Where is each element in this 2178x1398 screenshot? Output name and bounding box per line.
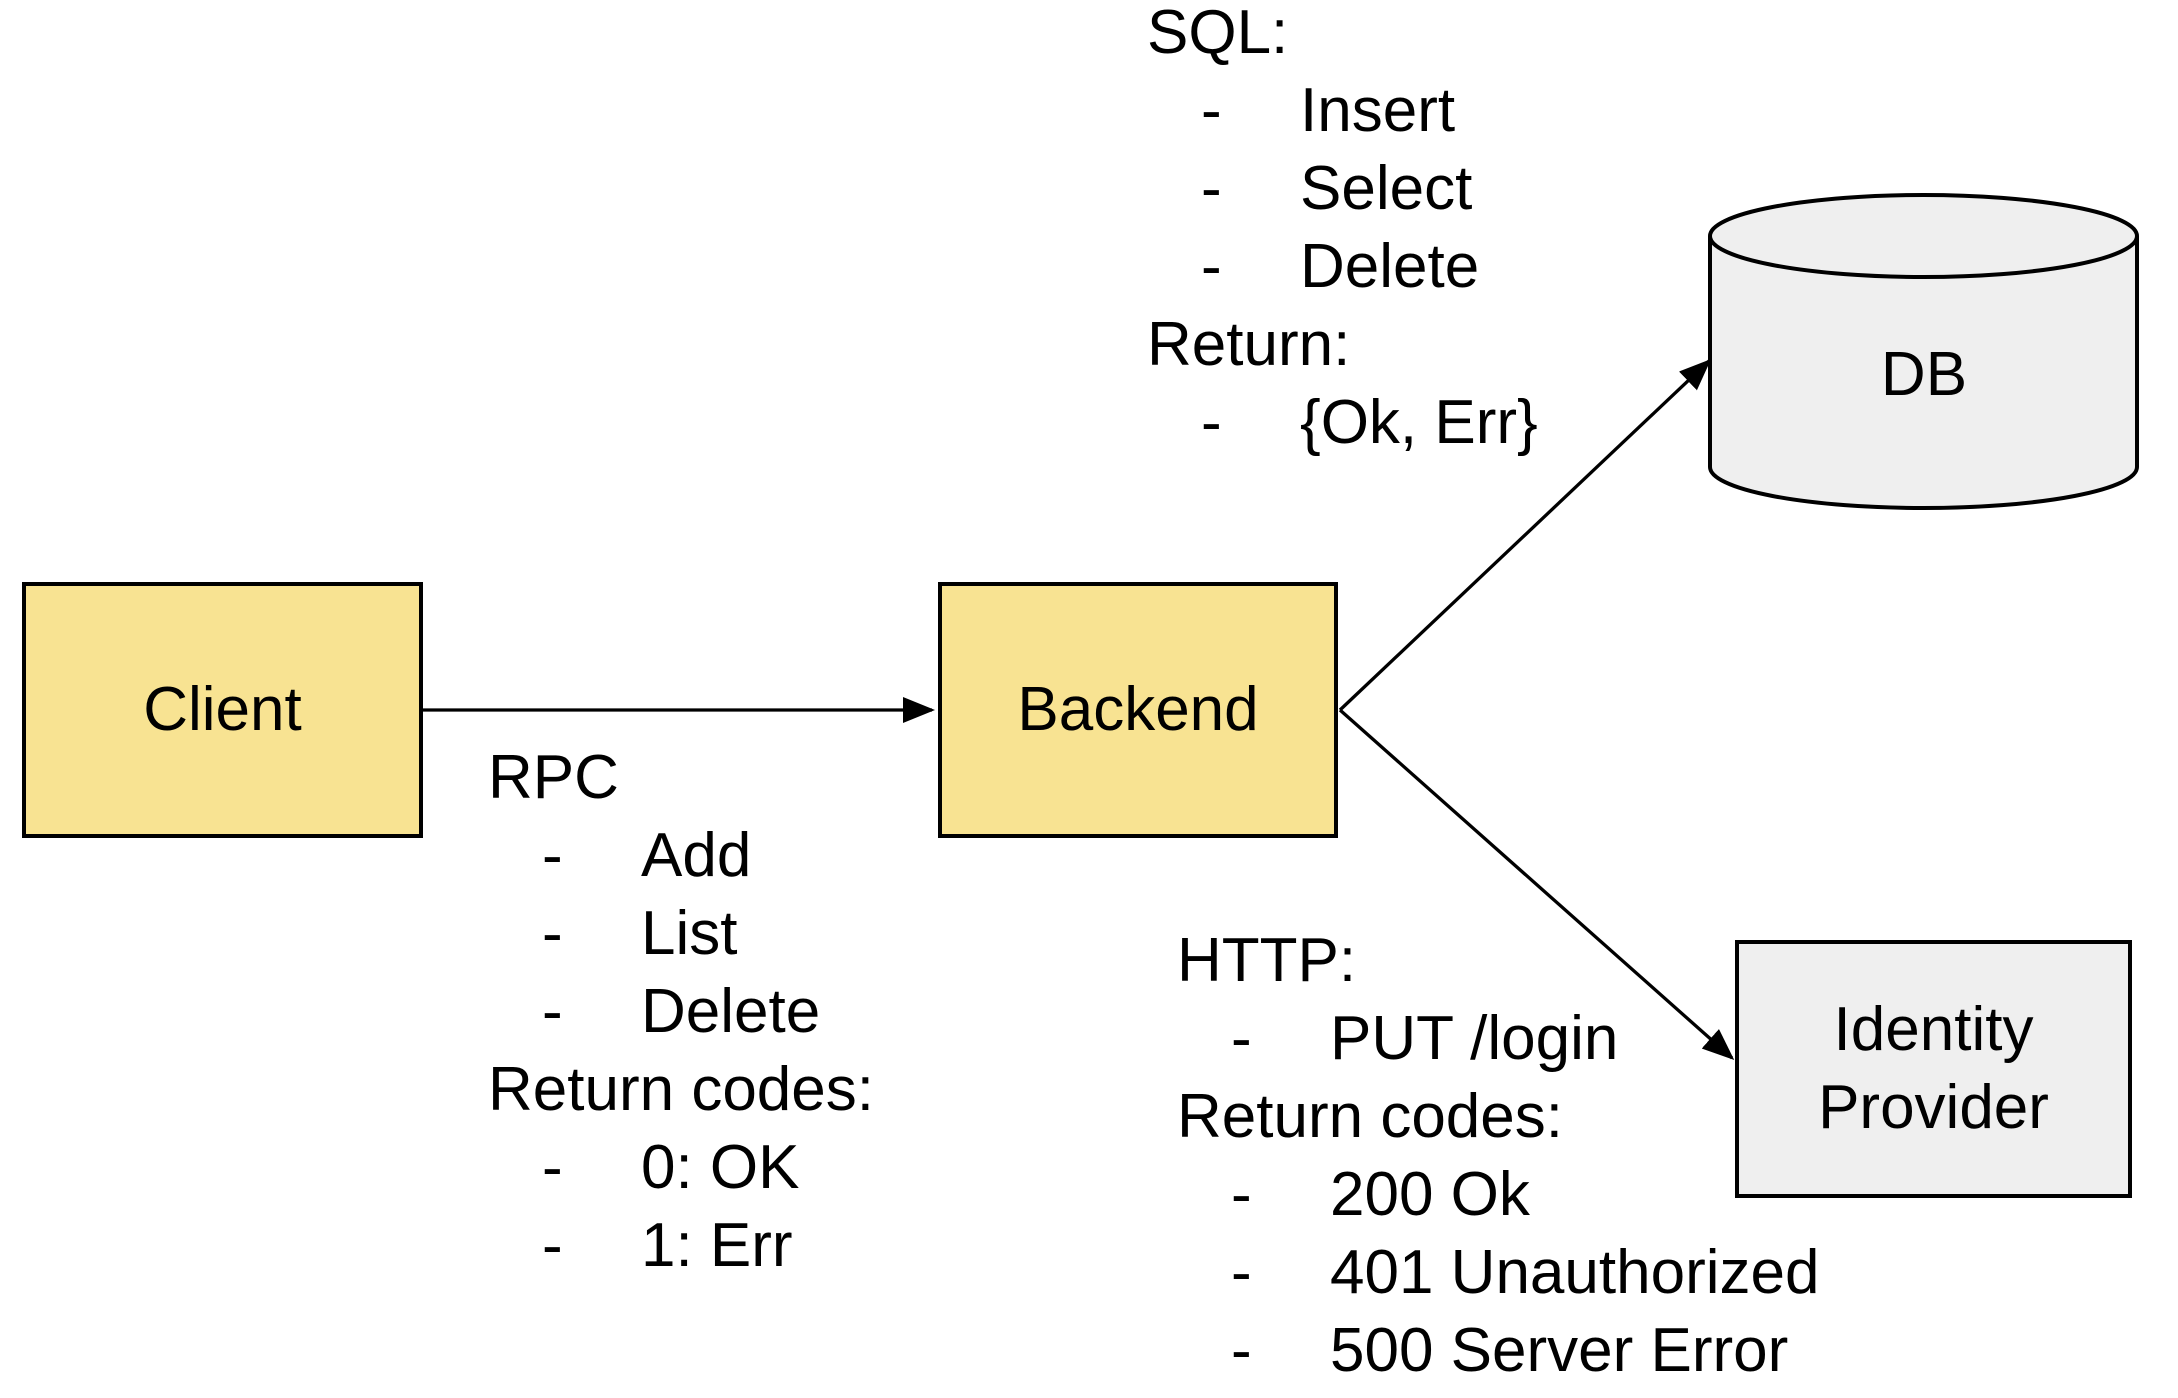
rpc-title: RPC: [488, 743, 619, 812]
http-return-item: - 200 Ok: [1177, 1156, 1819, 1234]
http-return-label: 200 Ok: [1330, 1160, 1530, 1229]
bullet-dash: -: [542, 1133, 563, 1202]
rpc-subtitle: Return codes:: [488, 1055, 874, 1124]
sql-bullet-item: - Insert: [1147, 72, 1538, 150]
bullet-dash: -: [542, 1211, 563, 1280]
bullet-dash: -: [542, 899, 563, 968]
sql-annotation: SQL: - Insert - Select - Delete Return: …: [1147, 0, 1538, 462]
http-return-item: - 500 Server Error: [1177, 1312, 1819, 1390]
rpc-bullet-item: - Add: [488, 817, 874, 895]
rpc-bullet-label: Delete: [641, 977, 821, 1046]
http-title: HTTP:: [1177, 926, 1357, 995]
rpc-bullet-item: - List: [488, 895, 874, 973]
node-backend: Backend: [938, 582, 1338, 838]
rpc-annotation: RPC - Add - List - Delete Return codes: …: [488, 739, 874, 1285]
node-client: Client: [22, 582, 423, 838]
rpc-return-label: 1: Err: [641, 1211, 793, 1280]
bullet-dash: -: [1201, 388, 1222, 457]
http-subtitle: Return codes:: [1177, 1082, 1563, 1151]
bullet-dash: -: [1201, 76, 1222, 145]
rpc-bullet-label: List: [641, 899, 738, 968]
bullet-dash: -: [1201, 154, 1222, 223]
arrow-backend-to-db: [1338, 358, 1712, 712]
rpc-return-label: 0: OK: [641, 1133, 800, 1202]
bullet-dash: -: [1231, 1238, 1252, 1307]
rpc-bullet-label: Add: [641, 821, 752, 890]
rpc-return-item: - 0: OK: [488, 1129, 874, 1207]
rpc-bullet-item: - Delete: [488, 973, 874, 1051]
rpc-return-item: - 1: Err: [488, 1207, 874, 1285]
sql-bullet-item: - Delete: [1147, 228, 1538, 306]
bullet-dash: -: [1231, 1316, 1252, 1385]
bullet-dash: -: [542, 977, 563, 1046]
sql-bullet-item: - Select: [1147, 150, 1538, 228]
bullet-dash: -: [1231, 1004, 1252, 1073]
node-identity-provider: Identity Provider: [1735, 940, 2132, 1198]
sql-return-label: {Ok, Err}: [1300, 388, 1538, 457]
sql-subtitle: Return:: [1147, 310, 1351, 379]
sql-bullet-label: Delete: [1300, 232, 1480, 301]
http-return-label: 500 Server Error: [1330, 1316, 1789, 1385]
bullet-dash: -: [1201, 232, 1222, 301]
client-label: Client: [143, 675, 302, 744]
sql-bullet-label: Insert: [1300, 76, 1456, 145]
sql-bullet-label: Select: [1300, 154, 1473, 223]
http-bullet-item: - PUT /login: [1177, 1000, 1819, 1078]
http-bullet-label: PUT /login: [1330, 1004, 1619, 1073]
database-cylinder-icon: [1708, 193, 2139, 510]
http-annotation: HTTP: - PUT /login Return codes: - 200 O…: [1177, 922, 1819, 1390]
bullet-dash: -: [1231, 1160, 1252, 1229]
identity-provider-label: Identity Provider: [1818, 995, 2049, 1142]
sql-title: SQL:: [1147, 0, 1289, 67]
backend-label: Backend: [1017, 675, 1259, 744]
bullet-dash: -: [542, 821, 563, 890]
arrow-backend-to-identity-provider: [1338, 708, 1735, 1060]
sql-return-item: - {Ok, Err}: [1147, 384, 1538, 462]
db-label: DB: [1880, 340, 1968, 409]
http-return-item: - 401 Unauthorized: [1177, 1234, 1819, 1312]
http-return-label: 401 Unauthorized: [1330, 1238, 1820, 1307]
